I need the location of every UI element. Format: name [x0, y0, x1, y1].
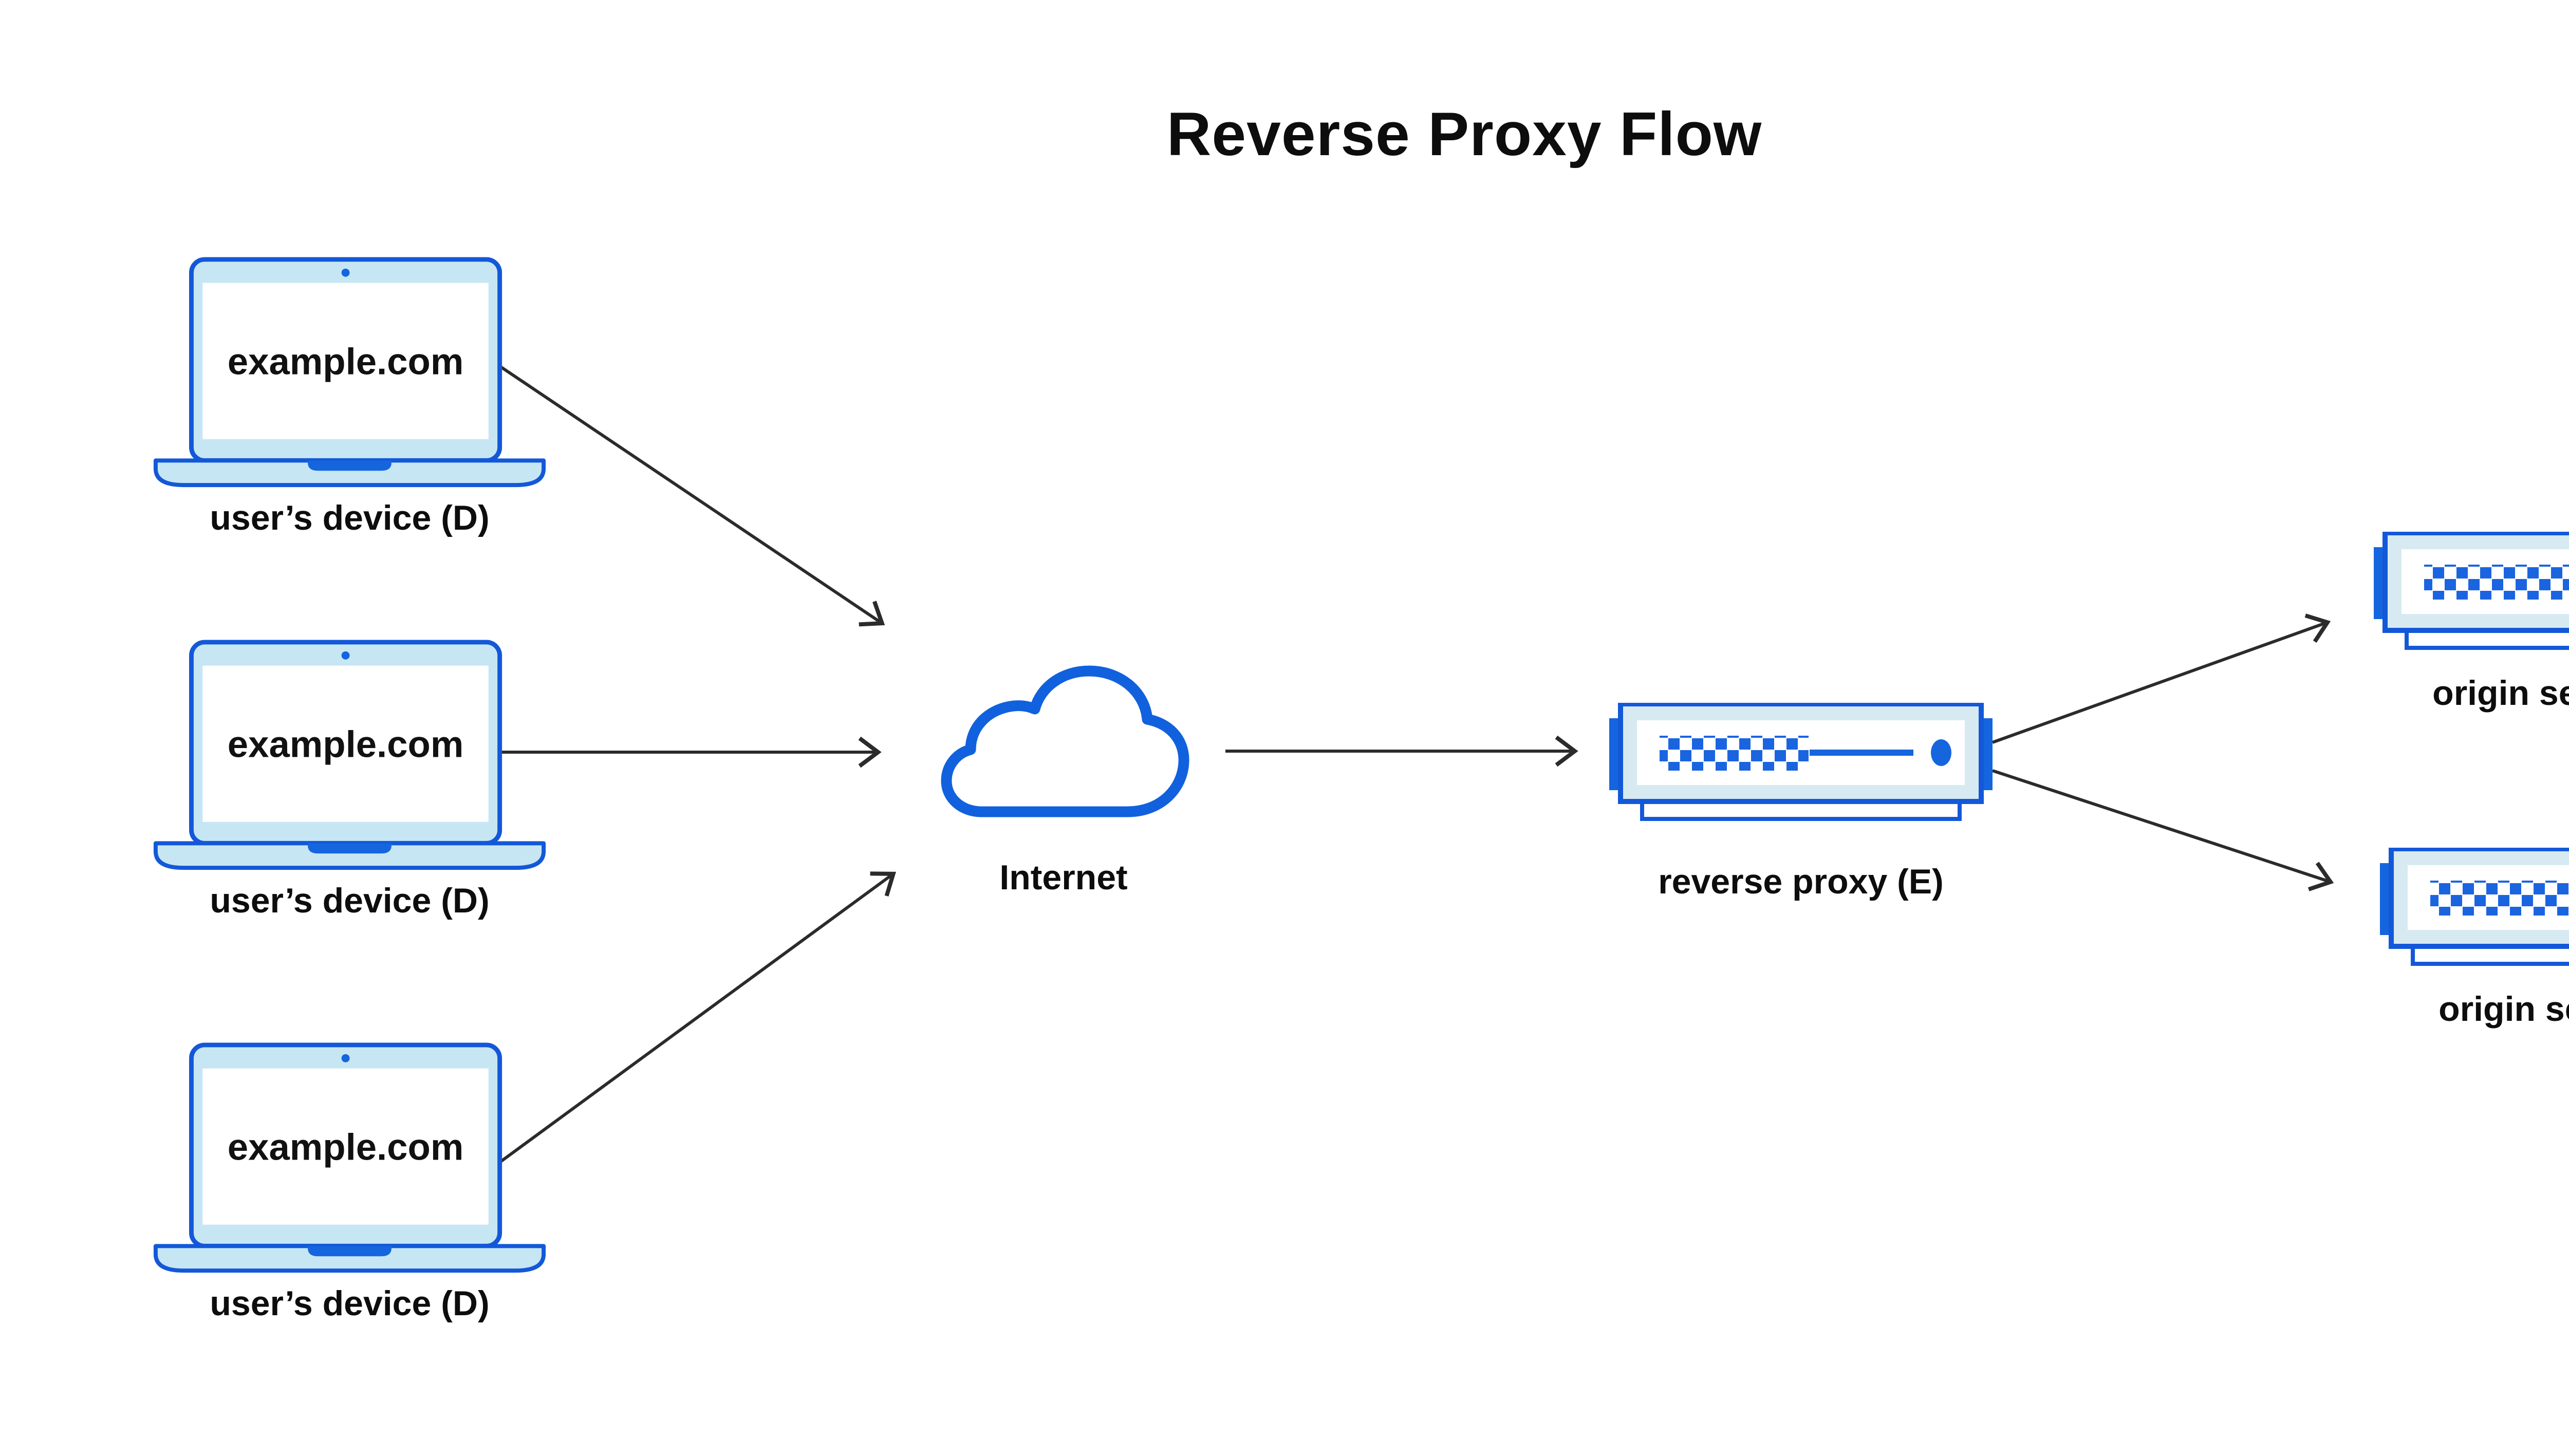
- server-vents: [1660, 736, 1809, 771]
- device-label: user’s device (D): [210, 498, 490, 538]
- device-label: user’s device (D): [210, 881, 490, 921]
- device-screen-url: example.com: [228, 1126, 464, 1168]
- user-device-3: example.com user’s device (D): [151, 1040, 549, 1323]
- device-screen-url: example.com: [228, 723, 464, 765]
- device-screen-url: example.com: [228, 341, 464, 382]
- device-label: user’s device (D): [210, 1284, 490, 1323]
- arrow-device1-internet: [499, 365, 885, 627]
- cloud-icon: [941, 665, 1189, 817]
- server-power-led: [1931, 739, 1951, 766]
- camera-dot-icon: [341, 268, 350, 277]
- reverse-proxy-node: reverse proxy (E): [1609, 703, 1993, 901]
- server-icon: [2374, 532, 2569, 650]
- internet-node: Internet: [920, 648, 1207, 897]
- page-title: Reverse Proxy Flow: [1166, 100, 1762, 169]
- proxy-label: reverse proxy (E): [1658, 862, 1944, 901]
- laptop-icon: example.com: [153, 640, 546, 870]
- server-vents: [2424, 565, 2569, 600]
- user-device-2: example.com user’s device (D): [151, 637, 549, 920]
- arrow-device3-internet: [499, 871, 896, 1164]
- arrow-proxy-origin1: [1991, 613, 2331, 744]
- server-icon: [1609, 703, 1993, 821]
- server-vents: [2430, 881, 2569, 916]
- camera-dot-icon: [341, 1054, 350, 1062]
- server-icon: [2380, 848, 2569, 966]
- laptop-icon: example.com: [153, 1042, 546, 1273]
- origin-label: origin server (F): [2438, 990, 2569, 1029]
- laptop-icon: example.com: [153, 257, 546, 488]
- origin-server-2: origin server (F): [2380, 848, 2569, 1029]
- origin-label: origin server (F): [2432, 674, 2569, 713]
- origin-server-1: origin server (F): [2374, 532, 2569, 713]
- arrow-proxy-origin2: [1992, 769, 2334, 891]
- camera-dot-icon: [341, 651, 350, 660]
- user-device-1: example.com user’s device (D): [151, 254, 549, 537]
- internet-label: Internet: [999, 858, 1128, 897]
